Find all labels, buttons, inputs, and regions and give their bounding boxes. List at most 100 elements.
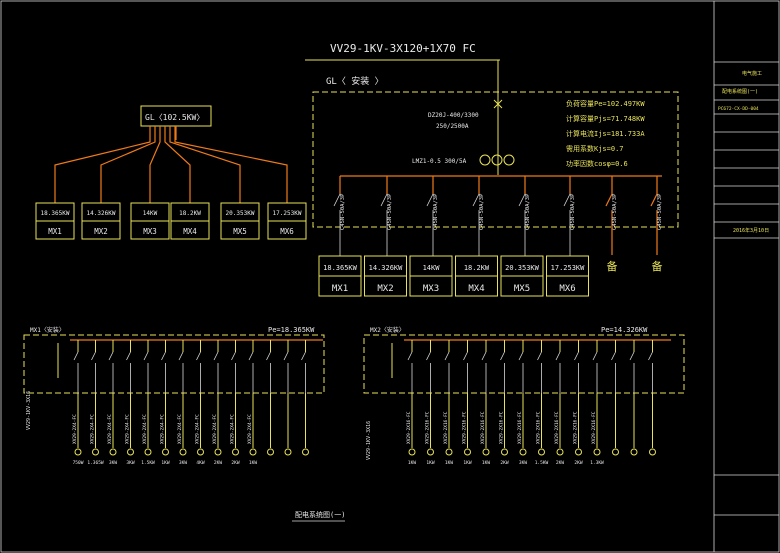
circuit-cable: XV29-2X4-FC xyxy=(160,414,166,444)
circuit-cable: XV29-2X4-FC xyxy=(195,414,201,444)
circuit-switch xyxy=(91,351,96,393)
circuit-cable: XV29-2X4-FC xyxy=(72,414,78,444)
circuit-terminal xyxy=(649,448,656,456)
param-pjs: 计算容量Pjs=71.748KW xyxy=(566,114,645,123)
title-row2: 配电系统图(一) xyxy=(722,88,758,95)
branch-breaker-label: C45N-50A/3P xyxy=(657,193,663,230)
ct-1 xyxy=(479,154,491,166)
gl-tree-branch xyxy=(54,126,151,203)
circuit-rating: 1.365W xyxy=(87,460,104,466)
mx1-circuits: XV29-2X4-FC750WXV29-2X4-FC1.365WXV29-2X4… xyxy=(57,339,323,466)
circuit-terminal xyxy=(612,448,619,456)
circuit-switch xyxy=(283,351,289,393)
load-name: MX4 xyxy=(468,284,484,294)
circuit-switch xyxy=(73,351,79,393)
load-kw: 17.253KW xyxy=(551,264,586,272)
circuit-terminal xyxy=(249,448,257,456)
gl-distribution-tree: 18.365KWMX114.326KWMX214KWMX318.2KWMX420… xyxy=(35,126,307,240)
circuit-cable: XV29-2X4-FC xyxy=(177,414,183,444)
branch-switch xyxy=(333,193,341,225)
circuit-cable: XV29-2X4-FC xyxy=(142,414,148,444)
circuit-cable: XV29-2X16-FC xyxy=(406,411,412,444)
circuit-rating: 2KW xyxy=(231,460,239,466)
gl-tree-branch xyxy=(174,126,288,203)
circuit-terminal xyxy=(575,448,582,456)
load-name: MX3 xyxy=(423,284,439,294)
title-row3: PC672-CX-DD-004 xyxy=(718,106,759,112)
circuit-switch xyxy=(178,351,184,393)
circuit-cable: XV29-2X16-FC xyxy=(499,411,505,444)
gl-load-name: MX5 xyxy=(233,227,247,236)
cable-label: VV29-1KV-3X120+1X70 FC xyxy=(330,42,476,55)
branch-breaker-label: C45N-50A/3P xyxy=(612,193,618,230)
branch-breaker-label: C45N-50A/3P xyxy=(387,193,393,230)
gl-tree-branch xyxy=(100,126,156,203)
circuit-switch xyxy=(426,351,431,393)
circuit-terminal xyxy=(445,448,453,456)
circuit-terminal xyxy=(74,448,82,456)
circuit-rating: 1KW xyxy=(426,460,434,466)
circuit-switch xyxy=(301,351,306,393)
branch-switch xyxy=(650,193,658,225)
circuit-terminal xyxy=(92,448,99,456)
mx1-cable: VV29-1KV-3X16 xyxy=(26,391,32,430)
gl-box-label: GL〈102.5KW〉 xyxy=(145,113,204,122)
mx2-cable: VV29-1KV-3X16 xyxy=(366,421,372,460)
circuit-rating: 1.5KW xyxy=(535,460,549,466)
circuit-terminal xyxy=(214,448,222,456)
load-kw: 14KW xyxy=(423,264,441,272)
circuit-rating: 3KW xyxy=(519,460,527,466)
circuit-switch xyxy=(196,351,201,393)
circuit-rating: 2KW xyxy=(214,460,222,466)
param-cos: 功率因数cosφ=0.6 xyxy=(566,159,628,168)
circuit-switch xyxy=(213,351,219,393)
branch-switch xyxy=(472,193,480,225)
circuit-switch xyxy=(231,351,236,393)
circuit-switch xyxy=(629,351,635,393)
circuit-switch xyxy=(537,351,542,393)
meter-label: LMZ1-0.5 300/5A xyxy=(412,158,467,165)
circuit-rating: 1KW xyxy=(482,460,490,466)
circuit-cable: XV29-2X4-FC xyxy=(230,414,236,444)
circuit-switch xyxy=(161,351,166,393)
circuit-terminal xyxy=(556,448,564,456)
circuit-rating: 3KW xyxy=(126,460,134,466)
circuit-rating: 1KW xyxy=(161,460,169,466)
circuit-switch xyxy=(266,351,271,393)
circuit-rating: 2KW xyxy=(556,460,564,466)
circuit-terminal xyxy=(267,448,274,456)
mx2-pe: Pe=14.326KW xyxy=(601,326,648,334)
circuit-terminal xyxy=(144,448,152,456)
circuit-switch xyxy=(648,351,653,393)
load-name: MX2 xyxy=(377,284,393,294)
circuit-rating: 4KW xyxy=(196,460,204,466)
circuit-terminal xyxy=(232,448,239,456)
circuit-cable: XV29-2X16-FC xyxy=(443,411,449,444)
load-kw: 14.326KW xyxy=(369,264,404,272)
branch-circuits: C45N-50A/3P18.365KWMX1C45N-50A/3P14.326K… xyxy=(318,176,663,297)
branch-switch xyxy=(605,193,613,225)
mx2-circuits: XV29-2X16-FC 1KW XV29-2X16-FC 1KW XV29-2X16-… xyxy=(391,339,671,466)
branch-breaker-label: C45N-50A/3P xyxy=(479,193,485,230)
circuit-switch xyxy=(248,351,254,393)
load-name: MX5 xyxy=(514,284,530,294)
circuit-cable: XV29-2X4-FC xyxy=(125,414,131,444)
circuit-cable: XV29-2X4-FC xyxy=(247,414,253,444)
gl-load-kw: 18.365KW xyxy=(41,210,70,217)
main-breaker-rating: 250/2500A xyxy=(436,123,469,130)
circuit-switch xyxy=(574,351,579,393)
circuit-rating: 1KW xyxy=(249,460,257,466)
circuit-terminal xyxy=(427,448,434,456)
circuit-terminal xyxy=(501,448,508,456)
circuit-terminal xyxy=(630,448,638,456)
circuit-cable: XV29-2X4-FC xyxy=(107,414,113,444)
load-kw: 18.2KW xyxy=(464,264,490,272)
spare-label: 备 xyxy=(652,259,663,273)
circuit-switch xyxy=(518,351,524,393)
circuit-terminal xyxy=(284,448,292,456)
circuit-terminal xyxy=(127,448,134,456)
circuit-switch xyxy=(592,351,598,393)
circuit-terminal xyxy=(464,448,471,456)
panel-title: GL〈 安装 〉 xyxy=(326,75,384,87)
gl-tree-branch xyxy=(164,126,191,203)
